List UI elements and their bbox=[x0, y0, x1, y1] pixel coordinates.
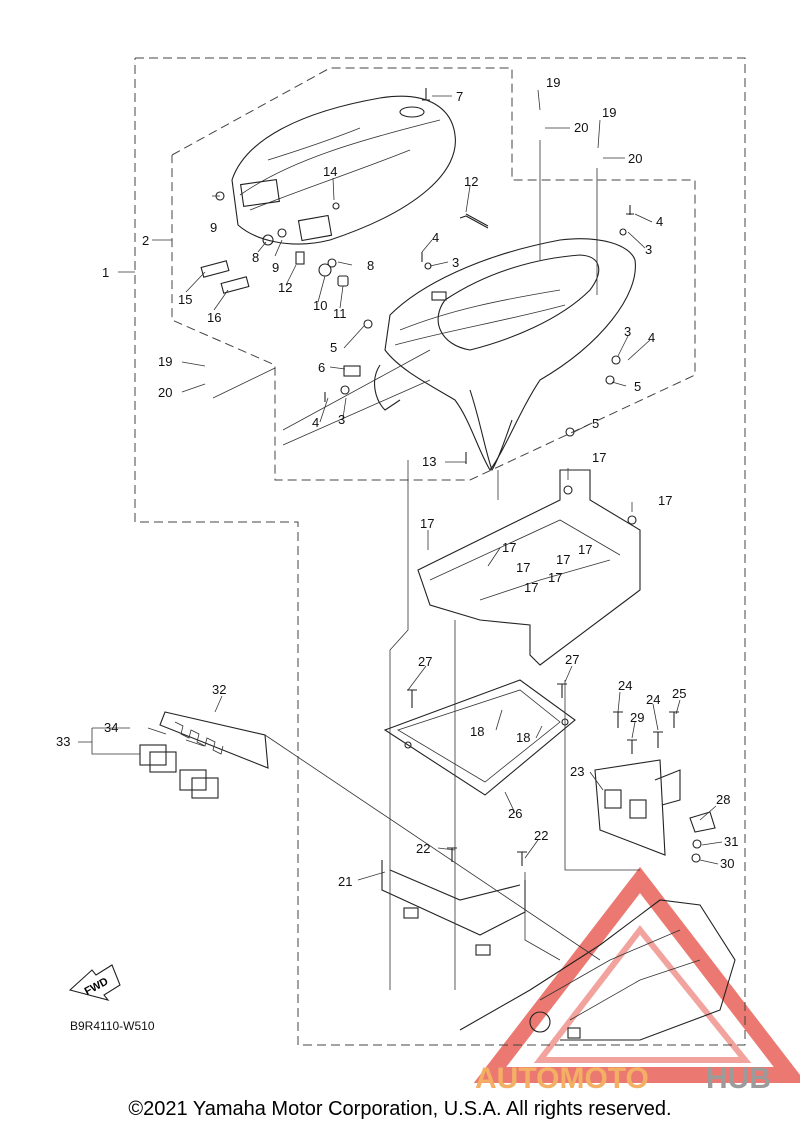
callout-4: 4 bbox=[312, 415, 319, 430]
callout-22: 22 bbox=[534, 828, 548, 843]
fwd-label: FWD bbox=[83, 976, 111, 998]
callout-3: 3 bbox=[645, 242, 652, 257]
callout-9: 9 bbox=[272, 260, 279, 275]
callout-5: 5 bbox=[330, 340, 337, 355]
callout-4: 4 bbox=[648, 330, 655, 345]
callout-7: 7 bbox=[456, 89, 463, 104]
diagram-code: B9R4110-W510 bbox=[70, 1019, 155, 1033]
callout-28: 28 bbox=[716, 792, 730, 807]
callout-8: 8 bbox=[367, 258, 374, 273]
callout-8: 8 bbox=[252, 250, 259, 265]
callout-17: 17 bbox=[548, 570, 562, 585]
assembly-boundaries bbox=[134, 57, 746, 1046]
callout-20: 20 bbox=[628, 151, 642, 166]
callout-21: 21 bbox=[338, 874, 352, 889]
callout-34: 34 bbox=[104, 720, 118, 735]
callout-4: 4 bbox=[656, 214, 663, 229]
callout-33: 33 bbox=[56, 734, 70, 749]
callout-11: 11 bbox=[333, 306, 347, 321]
callout-4: 4 bbox=[432, 230, 439, 245]
callout-17: 17 bbox=[502, 540, 516, 555]
watermark-logo: AUTOMOTO HUB bbox=[473, 866, 800, 1095]
callout-32: 32 bbox=[212, 682, 226, 697]
callout-17: 17 bbox=[592, 450, 606, 465]
callout-3: 3 bbox=[338, 412, 345, 427]
leader-lines bbox=[78, 89, 723, 990]
callout-25: 25 bbox=[672, 686, 686, 701]
callout-26: 26 bbox=[508, 806, 522, 821]
callout-23: 23 bbox=[570, 764, 584, 779]
callout-10: 10 bbox=[313, 298, 327, 313]
seat-assembly bbox=[200, 88, 456, 294]
callout-12: 12 bbox=[464, 174, 478, 189]
lower-bracket bbox=[381, 860, 526, 956]
callout-22: 22 bbox=[416, 841, 430, 856]
watermark-text-hub: HUB bbox=[706, 1062, 771, 1095]
callout-14: 14 bbox=[323, 164, 337, 179]
tail-cowl-assembly bbox=[324, 205, 636, 472]
callout-27: 27 bbox=[418, 654, 432, 669]
callout-27: 27 bbox=[565, 652, 579, 667]
callout-20: 20 bbox=[574, 120, 588, 135]
callout-18: 18 bbox=[516, 730, 530, 745]
callout-17: 17 bbox=[578, 542, 592, 557]
callout-17: 17 bbox=[516, 560, 530, 575]
exploded-parts-diagram: AUTOMOTO HUB bbox=[56, 57, 800, 1095]
callout-17: 17 bbox=[420, 516, 434, 531]
callout-6: 6 bbox=[318, 360, 325, 375]
callout-13: 13 bbox=[422, 454, 436, 469]
callout-19: 19 bbox=[158, 354, 172, 369]
watermark-text-automoto: AUTOMOTO bbox=[475, 1062, 649, 1095]
callout-30: 30 bbox=[720, 856, 734, 871]
ecu-holder bbox=[594, 759, 716, 863]
callout-17: 17 bbox=[556, 552, 570, 567]
callout-17: 17 bbox=[658, 493, 672, 508]
callout-16: 16 bbox=[207, 310, 221, 325]
callout-1: 1 bbox=[102, 265, 109, 280]
callout-3: 3 bbox=[624, 324, 631, 339]
mounting-bracket bbox=[417, 469, 641, 666]
callout-17: 17 bbox=[524, 580, 538, 595]
callout-29: 29 bbox=[630, 710, 644, 725]
callout-20: 20 bbox=[158, 385, 172, 400]
callout-24: 24 bbox=[646, 692, 660, 707]
callout-numbers: 1 2 3 3 3 3 4 4 4 4 5 5 5 6 7 8 8 9 9 10… bbox=[56, 75, 738, 889]
callout-9: 9 bbox=[210, 220, 217, 235]
callout-31: 31 bbox=[724, 834, 738, 849]
callout-2: 2 bbox=[142, 233, 149, 248]
callout-24: 24 bbox=[618, 678, 632, 693]
frame-section bbox=[459, 899, 736, 1041]
callout-3: 3 bbox=[452, 255, 459, 270]
callout-18: 18 bbox=[470, 724, 484, 739]
forward-arrow-icon: FWD bbox=[68, 964, 121, 1001]
callout-19: 19 bbox=[602, 105, 616, 120]
relay-strap bbox=[139, 711, 269, 799]
callout-19: 19 bbox=[546, 75, 560, 90]
callout-15: 15 bbox=[178, 292, 192, 307]
copyright-notice: ©2021 Yamaha Motor Corporation, U.S.A. A… bbox=[128, 1098, 672, 1120]
callout-5: 5 bbox=[634, 379, 641, 394]
callout-5: 5 bbox=[592, 416, 599, 431]
callout-12: 12 bbox=[278, 280, 292, 295]
